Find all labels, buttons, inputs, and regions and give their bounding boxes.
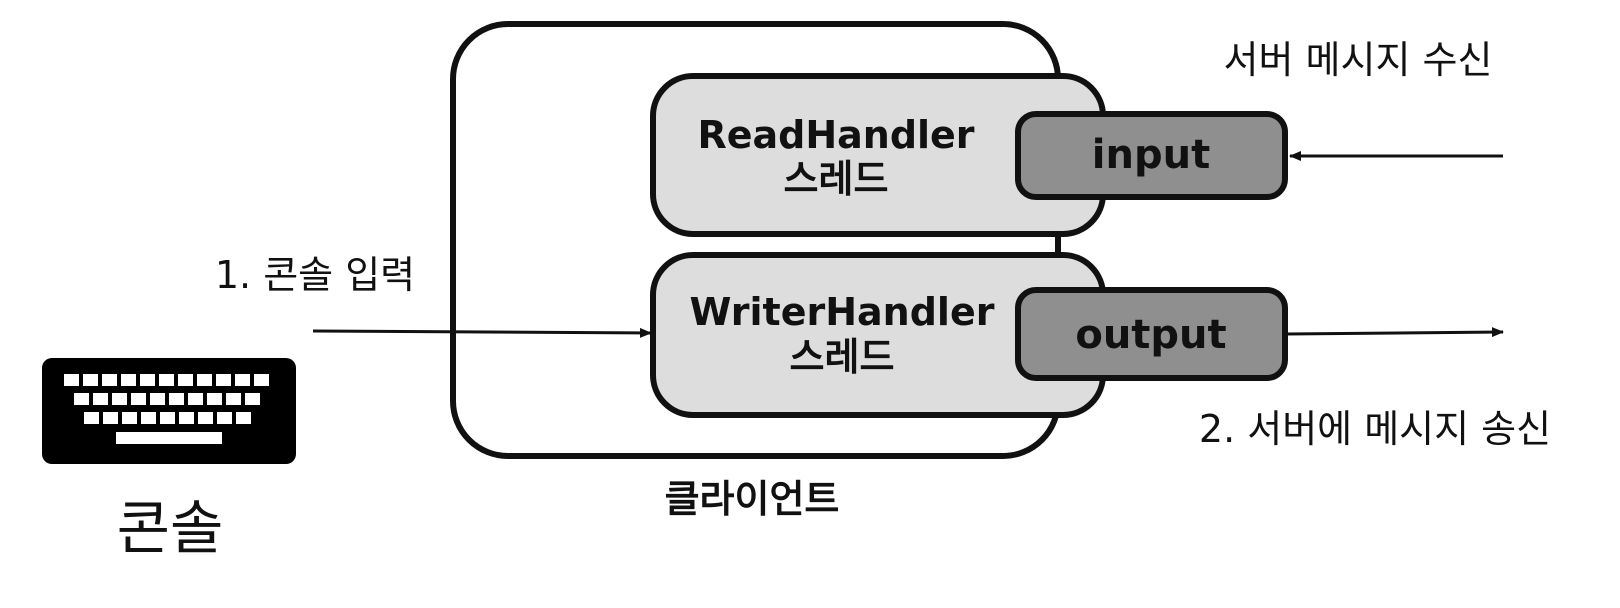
keyboard-key (217, 412, 232, 424)
keyboard-key (236, 412, 251, 424)
keyboard-key (245, 393, 260, 405)
writer-handler-name: WriterHandler (690, 290, 995, 334)
input-port (1015, 111, 1288, 200)
client-label: 클라이언트 (665, 477, 840, 521)
keyboard-key (207, 393, 222, 405)
keyboard-key (141, 412, 156, 424)
keyboard-key (64, 374, 79, 386)
keyboard-icon (42, 358, 296, 464)
keyboard-spacebar (116, 432, 222, 444)
input-port-label: input (1092, 132, 1210, 178)
console-input-arrow (312, 327, 652, 338)
keyboard-key (216, 374, 231, 386)
keyboard-key (235, 374, 250, 386)
server-send-label: 2. 서버에 메시지 송신 (1199, 407, 1551, 451)
server-receive-label: 서버 메시지 수신 (1224, 38, 1493, 82)
keyboard-key (226, 393, 241, 405)
keyboard-key (197, 374, 212, 386)
keyboard-key (93, 393, 108, 405)
keyboard-key (131, 393, 146, 405)
console-input-label: 1. 콘솔 입력 (215, 253, 415, 297)
keyboard-key (178, 374, 193, 386)
keyboard-key (84, 412, 99, 424)
keyboard-key (112, 393, 127, 405)
keyboard-key (122, 412, 137, 424)
keyboard-key (140, 374, 155, 386)
keyboard-key (254, 374, 269, 386)
keyboard-key (188, 393, 203, 405)
keyboard-key (121, 374, 136, 386)
output-port-label: output (1075, 312, 1226, 358)
keyboard-key (159, 374, 174, 386)
writer-handler-sub: 스레드 (790, 335, 895, 379)
output-port (1015, 287, 1288, 381)
read-handler-sub: 스레드 (784, 157, 889, 201)
keyboard-key (169, 393, 184, 405)
keyboard-key (179, 412, 194, 424)
keyboard-key (74, 393, 89, 405)
keyboard-key (83, 374, 98, 386)
read-handler-name: ReadHandler (697, 113, 974, 157)
server-send-arrow (1286, 327, 1504, 338)
keyboard-key (102, 374, 117, 386)
keyboard-key (198, 412, 213, 424)
keyboard-key (150, 393, 165, 405)
console-label: 콘솔 (117, 494, 224, 562)
keyboard-key (160, 412, 175, 424)
keyboard-key (103, 412, 118, 424)
